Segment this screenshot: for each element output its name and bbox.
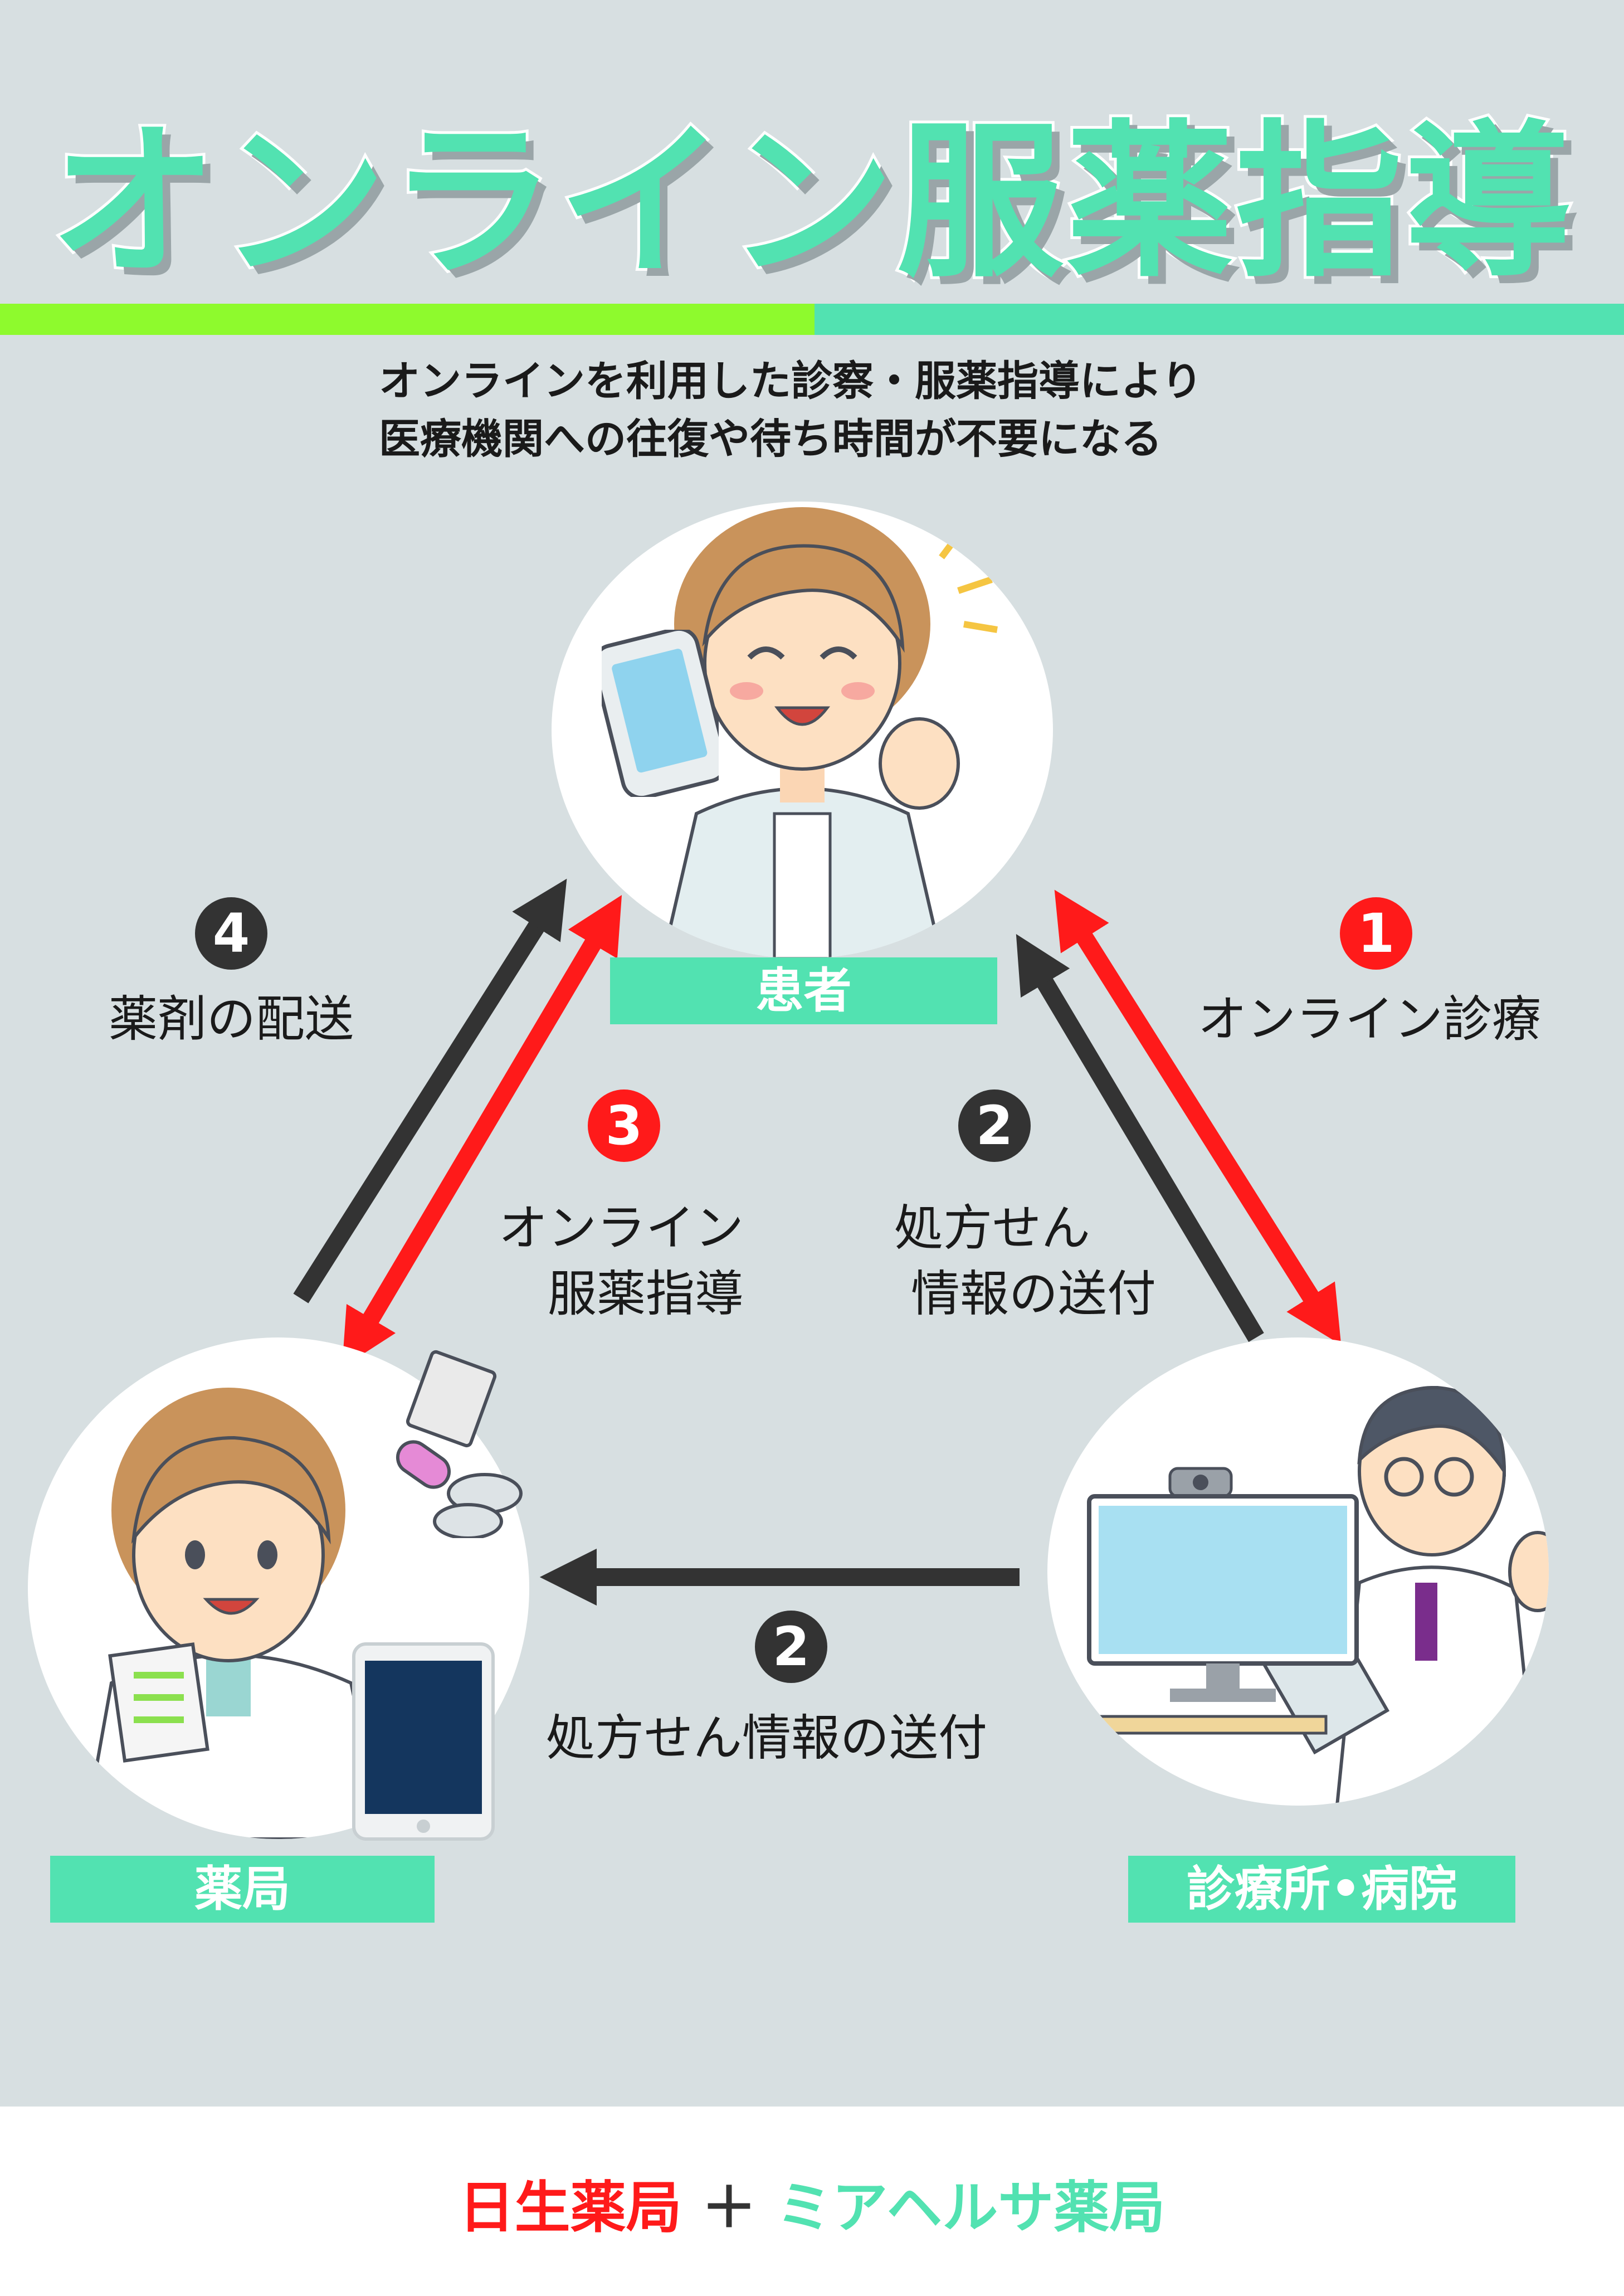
footer-brands: 日生薬局 ＋ ミアヘルサ薬局 <box>0 2162 1624 2243</box>
footer <box>0 2107 1624 2296</box>
step-3-badge: 3 <box>588 1089 660 1162</box>
patient-illustration <box>661 507 998 959</box>
step-2a-line-1: 処方せん <box>894 1199 1091 1257</box>
step-3-line-2: 服薬指導 <box>547 1265 744 1322</box>
step-2a-line-2: 情報の送付 <box>911 1265 1157 1322</box>
step-2b-badge: 2 <box>755 1611 827 1683</box>
accent-bar-teal <box>815 304 1624 335</box>
brand-miahelsa: ミアヘルサ薬局 <box>776 2175 1165 2240</box>
accent-bar-green <box>0 304 815 335</box>
step-4-badge: 4 <box>195 897 267 970</box>
brand-plus: ＋ <box>701 2175 757 2240</box>
step-3-text: オンライン 服薬指導 <box>465 1195 744 1327</box>
step-2a-badge: 2 <box>958 1089 1031 1162</box>
pill-icon <box>384 1349 529 1540</box>
intro-line-1: オンラインを利用した診察・服薬指導により <box>379 357 1203 405</box>
arrow-online-guidance <box>342 894 622 1368</box>
intro-line-2: 医療機関への往復や待ち時間が不要になる <box>379 415 1162 463</box>
step-4-text: 薬剤の配送 <box>109 990 354 1048</box>
step-1-badge: 1 <box>1340 897 1412 970</box>
clinic-label: 診療所•病院 <box>1128 1856 1515 1923</box>
pharmacist-illustration <box>81 1388 387 1839</box>
patient-label: 患者 <box>610 957 997 1024</box>
step-3-line-1: オンライン <box>498 1199 744 1257</box>
step-2a-text: 処方せん 情報の送付 <box>894 1195 1206 1327</box>
smartphone-icon <box>592 626 729 800</box>
patient-circle <box>552 502 1053 959</box>
arrow-online-consultation <box>1054 889 1342 1345</box>
tablet-icon <box>351 1641 496 1842</box>
step-2b-text: 処方せん情報の送付 <box>546 1709 988 1767</box>
monitor-icon <box>1086 1460 1359 1705</box>
step-1-text: オンライン診療 <box>1198 990 1542 1048</box>
pharmacy-label: 薬局 <box>50 1856 435 1923</box>
page-title: オンライン服薬指導 <box>47 103 1575 303</box>
brand-nissei: 日生薬局 <box>459 2175 682 2240</box>
intro-text: オンラインを利用した診察・服薬指導により 医療機関への往復や待ち時間が不要になる <box>379 352 1326 468</box>
